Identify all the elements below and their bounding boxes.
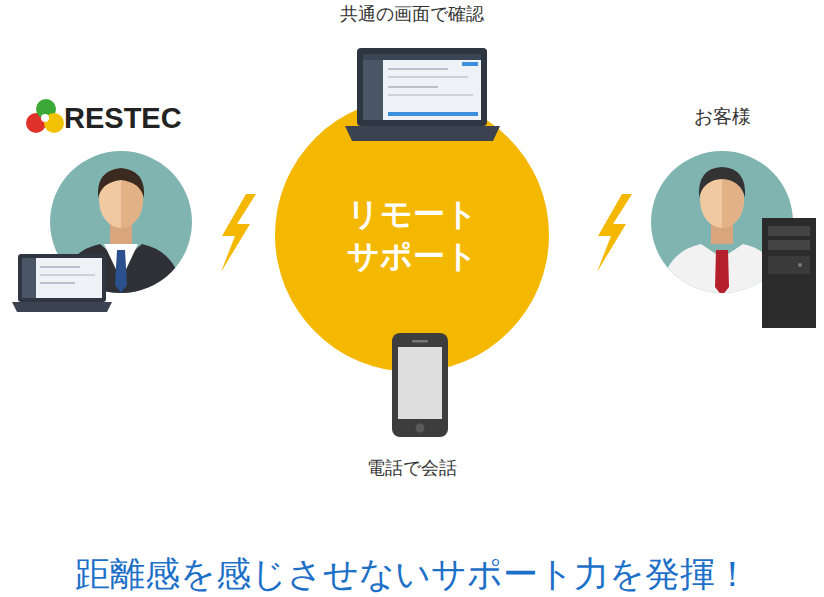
smartphone: [392, 333, 448, 437]
customer-circle: お客様: [651, 151, 793, 293]
staff-circle: RESTEC: [50, 151, 192, 293]
circle-fill: [275, 98, 549, 372]
circle-shape: [275, 98, 549, 372]
circle-fill: [651, 151, 793, 293]
lightning-bolt: [597, 194, 632, 272]
node-heading: お客様: [672, 105, 772, 129]
server-tower: [762, 218, 816, 328]
lightning-bolt: [221, 194, 256, 272]
circle-fill: [50, 151, 192, 293]
staff-person: [58, 168, 184, 300]
logo-icon: [26, 99, 64, 133]
laptop: [12, 254, 112, 312]
circle-shape: [651, 151, 793, 293]
slogan-title: 距離感を感じさせないサポート力を発揮！: [0, 552, 824, 596]
circle-shape: [50, 151, 192, 293]
laptop: [345, 48, 500, 141]
circle-title: リモート サポート: [337, 193, 487, 277]
customer-person: [659, 167, 785, 300]
phone-label: 電話で会話: [312, 456, 512, 480]
remote-support-circle: リモート サポート: [275, 98, 549, 372]
node-heading: RESTEC: [64, 101, 214, 135]
screen-label: 共通の画面で確認: [312, 2, 512, 26]
